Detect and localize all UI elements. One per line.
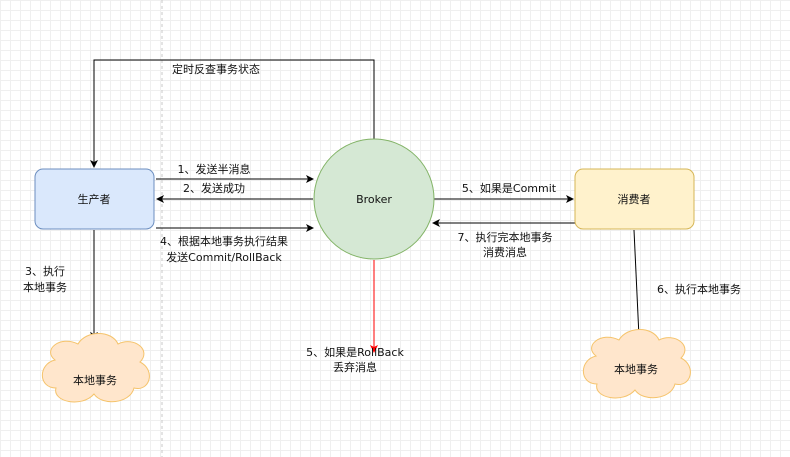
local-tx-right-label: 本地事务	[614, 362, 658, 376]
rollback-label-line2: 丢弃消息	[333, 360, 377, 374]
exec-local-label-line1: 3、执行	[25, 264, 65, 278]
consumer-label: 消费者	[618, 192, 651, 206]
send-success-label: 2、发送成功	[183, 181, 245, 195]
done-label-line2: 消费消息	[483, 245, 527, 259]
broker-node	[313, 138, 435, 260]
consumer-node	[574, 168, 695, 230]
result-label-line2: 发送Commit/RollBack	[166, 250, 282, 264]
check-back-label: 定时反查事务状态	[172, 62, 260, 76]
consumer-local-edge	[633, 229, 643, 338]
rollback-label-line1: 5、如果是RollBack	[306, 345, 404, 359]
producer-node	[34, 168, 155, 230]
send-half-label: 1、发送半消息	[178, 162, 251, 176]
broker-label: Broker	[356, 193, 392, 206]
local-tx-left-cloud	[41, 333, 150, 403]
local-tx-left-label: 本地事务	[73, 373, 117, 387]
local-tx-right-cloud	[582, 329, 691, 399]
check-back-edge	[90, 59, 375, 168]
commit-label: 5、如果是Commit	[462, 181, 557, 195]
exec-local-label-line2: 本地事务	[23, 280, 67, 294]
done-label-line1: 7、执行完本地事务	[458, 230, 553, 244]
result-label-line1: 4、根据本地事务执行结果	[160, 234, 288, 248]
producer-label: 生产者	[78, 192, 111, 206]
consumer-local-label: 6、执行本地事务	[657, 282, 741, 296]
